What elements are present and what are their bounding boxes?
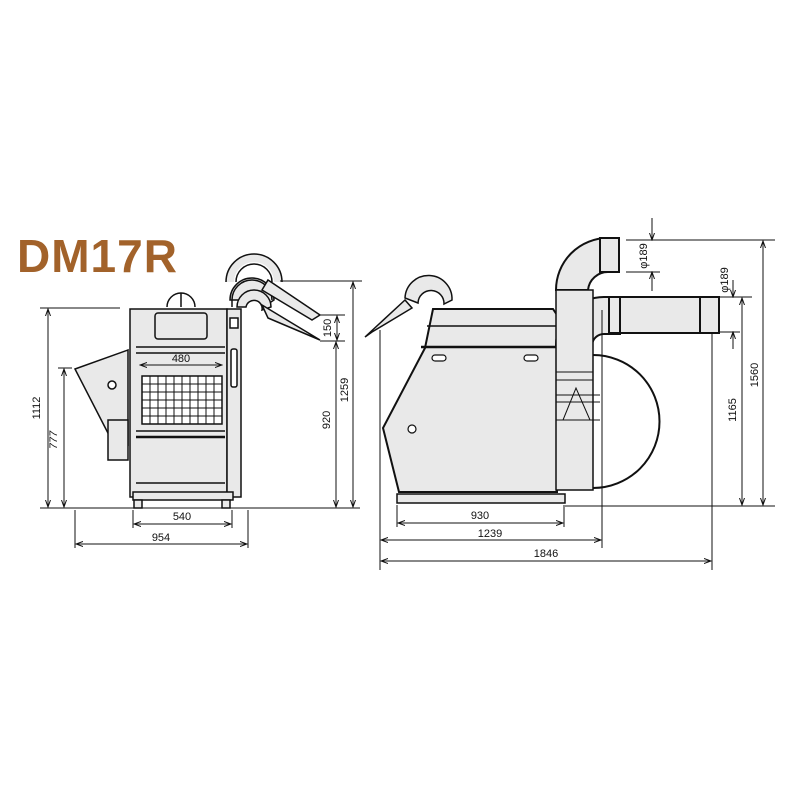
model-title: DM17R: [17, 230, 178, 282]
front-view-dimension-lines: [40, 280, 362, 548]
dim-540: 540: [173, 511, 191, 523]
dim-777: 777: [48, 430, 60, 449]
dim-1259: 1259: [339, 378, 351, 402]
side-view-dimension-lines: [379, 218, 775, 570]
dim-480: 480: [172, 353, 190, 365]
dim-954: 954: [152, 532, 170, 544]
dim-930: 930: [471, 510, 489, 522]
dim-1846: 1846: [534, 548, 558, 560]
front-view: [73, 253, 322, 509]
dim-1560: 1560: [749, 363, 761, 387]
dim-1112: 1112: [31, 397, 43, 420]
dim-1165: 1165: [727, 398, 739, 422]
dim-920: 920: [321, 411, 333, 429]
side-view: [364, 237, 720, 504]
side-view-dimension-labels: φ189 φ189 1165 1560 930 1239 1846: [471, 243, 761, 560]
dim-1239: 1239: [478, 528, 502, 540]
front-view-dimension-labels: 1112 777 480 540 954 150 920 1259: [31, 319, 351, 544]
dim-phi189-upper: φ189: [638, 243, 650, 269]
dim-phi189-lower: φ189: [719, 267, 731, 293]
dim-150: 150: [322, 319, 334, 337]
